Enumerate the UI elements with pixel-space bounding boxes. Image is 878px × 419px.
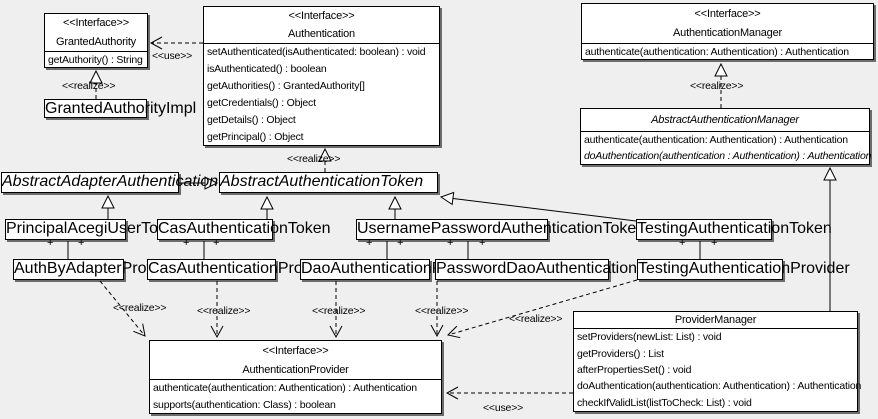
edge-realize-authbyadapterprovider bbox=[99, 280, 146, 337]
class-name: AuthenticationProvider bbox=[242, 363, 349, 376]
method: authenticate(authentication: Authenticat… bbox=[153, 382, 417, 395]
class-title: <<Interface>> AuthenticationManager bbox=[582, 4, 873, 44]
class-name: AbstractAuthenticationManager bbox=[651, 114, 799, 126]
method-list: authenticate(authentication: Authenticat… bbox=[150, 380, 441, 413]
class-cas-authentication-token[interactable]: CasAuthenticationToken bbox=[157, 219, 331, 240]
class-title: <<Interface>> AuthenticationProvider bbox=[150, 341, 441, 380]
class-name: CasAuthenticationProvider bbox=[148, 260, 338, 277]
class-name: GrantedAuthority bbox=[56, 35, 136, 48]
method: doAuthentication(authentication: Authent… bbox=[577, 380, 862, 393]
method-list: setAuthenticated(isAuthenticated: boolea… bbox=[204, 44, 439, 145]
class-principal-acegi-user-token[interactable]: PrincipalAcegiUserToken bbox=[5, 219, 184, 240]
class-username-password-authentication-token[interactable]: UsernamePasswordAuthenticationToken bbox=[356, 219, 646, 240]
class-authentication-provider[interactable]: <<Interface>> AuthenticationProvider aut… bbox=[149, 340, 442, 414]
class-name: AbstractAuthenticationToken bbox=[220, 173, 424, 190]
class-cas-authentication-provider[interactable]: CasAuthenticationProvider bbox=[147, 259, 338, 280]
realize-label: <<realize>> bbox=[62, 80, 116, 92]
plus-mark: + bbox=[47, 237, 54, 249]
realize-label: <<realize>> bbox=[312, 305, 366, 317]
method-list: setProviders(newList: List) : void getPr… bbox=[574, 329, 862, 411]
realize-label: <<realize>> bbox=[509, 313, 563, 325]
class-name: CasAuthenticationToken bbox=[158, 220, 331, 237]
plus-mark: + bbox=[447, 237, 454, 249]
class-title: AbstractAuthenticationManager bbox=[581, 109, 869, 132]
method: getProviders() : List bbox=[577, 347, 664, 360]
class-auth-by-adapter-provider[interactable]: AuthByAdapterProvider bbox=[13, 259, 182, 280]
method: authenticate(authentication: Authenticat… bbox=[584, 134, 848, 146]
method: supports(authentication: Class) : boolea… bbox=[153, 398, 336, 411]
edge-realize-testingauthenticationprovider bbox=[446, 279, 638, 339]
method: checkIfValidList(listToCheck: List) : vo… bbox=[577, 396, 752, 409]
realize-label: <<realize>> bbox=[690, 80, 744, 92]
plus-mark: + bbox=[366, 237, 373, 249]
method: getCredentials() : Object bbox=[207, 96, 316, 109]
realize-label: <<realize>> bbox=[113, 302, 167, 314]
stereotype-label: <<Interface>> bbox=[288, 10, 355, 22]
class-password-dao-authentication-provider[interactable]: PasswordDaoAuthenticationProvider bbox=[435, 259, 697, 280]
class-testing-authentication-token[interactable]: TestingAuthenticationToken bbox=[636, 219, 832, 240]
plus-mark: + bbox=[711, 237, 718, 249]
method: authenticate(authentication: Authenticat… bbox=[585, 45, 849, 58]
realize-label: <<realize>> bbox=[415, 305, 469, 317]
method: getAuthority() : String bbox=[48, 53, 143, 66]
method: setProviders(newList: List) : void bbox=[577, 331, 722, 344]
class-granted-authority[interactable]: <<Interface>> GrantedAuthority getAuthor… bbox=[44, 13, 148, 68]
realize-label: <<realize>> bbox=[197, 305, 251, 317]
class-authentication[interactable]: <<Interface>> Authentication setAuthenti… bbox=[203, 6, 440, 146]
class-provider-manager[interactable]: ProviderManager setProviders(newList: Li… bbox=[573, 311, 862, 412]
class-name: GrantedAuthorityImpl bbox=[45, 99, 197, 117]
stereotype-label: <<Interface>> bbox=[262, 344, 329, 357]
method: getAuthorities() : GrantedAuthority[] bbox=[207, 80, 365, 93]
class-title: <<Interface>> GrantedAuthority bbox=[45, 14, 147, 52]
class-name: UsernamePasswordAuthenticationToken bbox=[357, 220, 646, 237]
class-dao-authentication-provider[interactable]: DaoAuthenticationProvider bbox=[300, 259, 492, 280]
method: isAuthenticated() : boolean bbox=[207, 63, 327, 76]
method: afterPropertiesSet() : void bbox=[577, 364, 692, 377]
plus-mark: + bbox=[479, 237, 486, 249]
method: doAuthentication(authentication : Authen… bbox=[584, 150, 872, 162]
use-label: <<use>> bbox=[152, 50, 193, 62]
class-title: <<Interface>> Authentication bbox=[204, 7, 439, 44]
plus-mark: + bbox=[213, 237, 220, 249]
method-list: authenticate(authentication: Authenticat… bbox=[582, 44, 873, 59]
class-abstract-authentication-manager[interactable]: AbstractAuthenticationManager authentica… bbox=[580, 108, 872, 165]
stereotype-label: <<Interface>> bbox=[63, 17, 129, 30]
class-granted-authority-impl[interactable]: GrantedAuthorityImpl bbox=[44, 99, 197, 118]
edge-gen-testingauthenticationtoken bbox=[439, 191, 637, 222]
method: getPrincipal() : Object bbox=[207, 130, 304, 143]
class-name: DaoAuthenticationProvider bbox=[301, 260, 492, 277]
class-name: AuthenticationManager bbox=[673, 27, 782, 40]
class-testing-authentication-provider[interactable]: TestingAuthenticationProvider bbox=[637, 259, 850, 280]
method: setAuthenticated(isAuthenticated: boolea… bbox=[207, 46, 426, 59]
class-name: PasswordDaoAuthenticationProvider bbox=[436, 260, 697, 277]
plus-mark: + bbox=[78, 237, 85, 249]
class-name: AbstractAdapterAuthenticationToken bbox=[2, 173, 262, 190]
class-name: PrincipalAcegiUserToken bbox=[6, 220, 184, 237]
method: getDetails() : Object bbox=[207, 113, 296, 126]
use-label: <<use>> bbox=[483, 402, 524, 414]
class-name: ProviderManager bbox=[674, 314, 757, 326]
class-name: AuthByAdapterProvider bbox=[14, 260, 182, 277]
realize-label: <<realize>> bbox=[287, 153, 341, 165]
class-name: Authentication bbox=[288, 28, 355, 40]
class-abstract-authentication-token[interactable]: AbstractAuthenticationToken bbox=[219, 172, 438, 193]
class-title: ProviderManager bbox=[574, 312, 857, 329]
class-name: TestingAuthenticationToken bbox=[637, 220, 832, 237]
class-abstract-adapter-authentication-token[interactable]: AbstractAdapterAuthenticationToken bbox=[1, 172, 262, 193]
method-list: authenticate(authentication: Authenticat… bbox=[581, 132, 872, 164]
class-name: TestingAuthenticationProvider bbox=[638, 260, 850, 277]
plus-mark: + bbox=[679, 237, 686, 249]
method-list: getAuthority() : String bbox=[45, 52, 147, 67]
plus-mark: + bbox=[397, 237, 404, 249]
stereotype-label: <<Interface>> bbox=[694, 7, 761, 20]
class-authentication-manager[interactable]: <<Interface>> AuthenticationManager auth… bbox=[581, 3, 874, 60]
plus-mark: + bbox=[183, 237, 190, 249]
